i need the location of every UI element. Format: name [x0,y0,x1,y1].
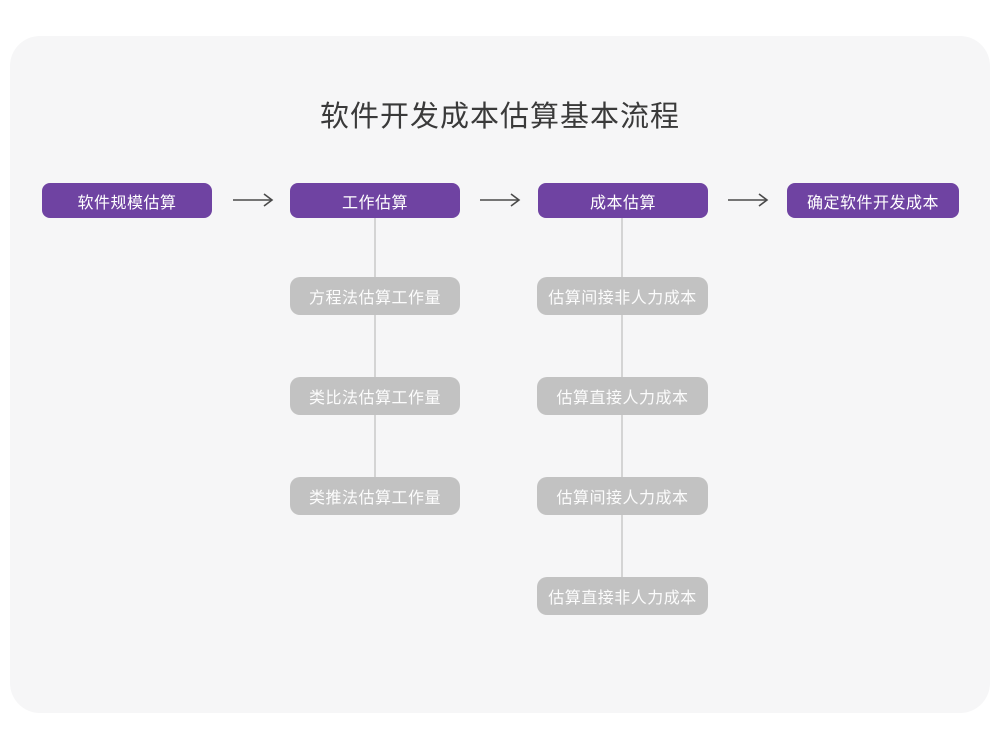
diagram-card: 软件开发成本估算基本流程 [10,36,990,713]
substep-direct-nonlabor-cost: 估算直接非人力成本 [537,577,708,615]
substep-label: 类比法估算工作量 [308,390,441,407]
substep-label: 方程法估算工作量 [308,290,441,307]
substep-direct-labor-cost: 估算直接人力成本 [537,377,708,415]
substep-label: 估算直接非人力成本 [548,590,697,607]
main-step-determine-development-cost: 确定软件开发成本 [787,183,959,218]
substep-label: 估算间接人力成本 [556,490,689,507]
substep-equation-method: 方程法估算工作量 [290,277,460,315]
connector-line-work-estimation [374,218,376,496]
substep-indirect-nonlabor-cost: 估算间接非人力成本 [537,277,708,315]
substep-label: 估算直接人力成本 [556,390,689,407]
main-step-work-estimation: 工作估算 [290,183,460,218]
main-step-label: 成本估算 [589,194,656,212]
main-step-label: 确定软件开发成本 [806,194,939,212]
substep-indirect-labor-cost: 估算间接人力成本 [537,477,708,515]
main-step-label: 软件规模估算 [77,194,177,212]
substep-inference-method: 类推法估算工作量 [290,477,460,515]
substep-label: 估算间接非人力成本 [548,290,697,307]
main-step-label: 工作估算 [341,194,408,212]
flow-arrow-icon [480,193,521,207]
flow-arrow-icon [233,193,274,207]
diagram-title: 软件开发成本估算基本流程 [319,101,680,133]
flow-arrow-icon [728,193,769,207]
substep-analogy-method: 类比法估算工作量 [290,377,460,415]
substep-label: 类推法估算工作量 [308,490,441,507]
main-step-cost-estimation: 成本估算 [538,183,708,218]
main-step-software-scale-estimation: 软件规模估算 [42,183,212,218]
